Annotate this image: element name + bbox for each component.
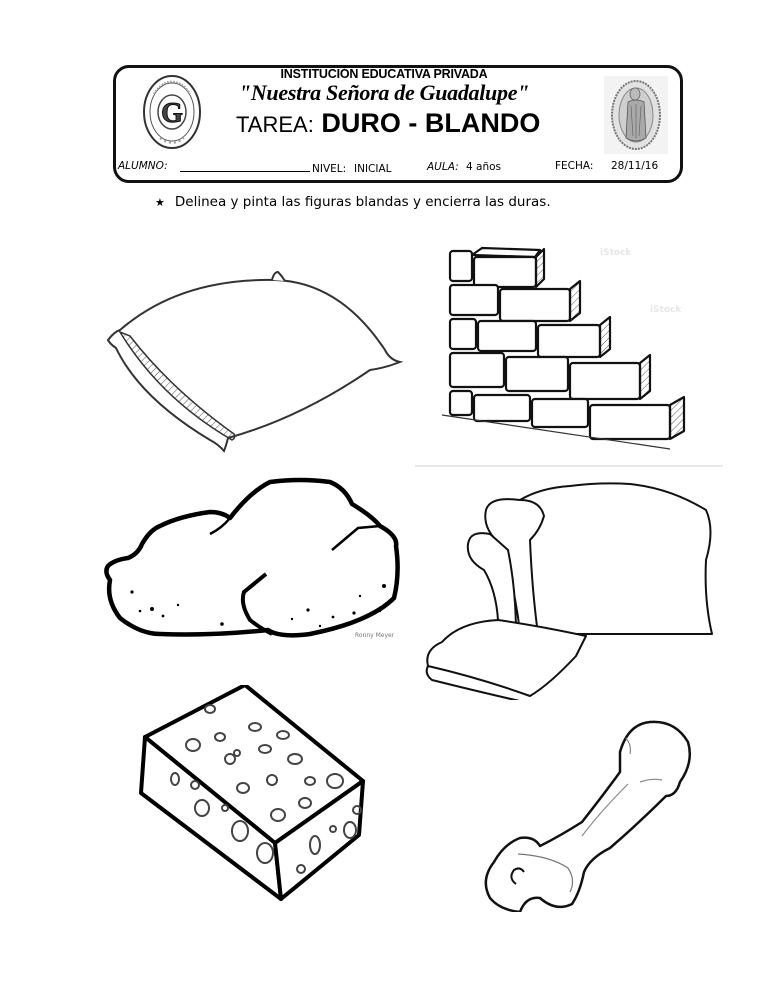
level-value: INICIAL bbox=[354, 163, 392, 175]
task-title: DURO - BLANDO bbox=[321, 108, 541, 138]
watermark: iStock bbox=[600, 248, 632, 258]
classroom-label: AULA: bbox=[427, 161, 459, 173]
classroom-value: 4 años bbox=[466, 161, 502, 173]
svg-text:G: G bbox=[161, 98, 183, 129]
page-title: TAREA: DURO - BLANDO bbox=[236, 108, 540, 139]
instruction-text: Delinea y pinta las figuras blandas y en… bbox=[174, 194, 551, 210]
date-value: 28/11/16 bbox=[611, 160, 659, 172]
instruction: ★ Delinea y pinta las figuras blandas y e… bbox=[155, 194, 551, 210]
bread-loaf-icon[interactable] bbox=[420, 470, 720, 700]
virgin-guadalupe-icon bbox=[604, 76, 668, 154]
pillow-icon[interactable] bbox=[100, 268, 410, 458]
sponge-icon[interactable] bbox=[135, 685, 365, 905]
brick-wall-icon[interactable] bbox=[440, 245, 690, 455]
institution-name: "Nuestra Señora de Guadalupe" bbox=[238, 80, 530, 105]
watermark: iStock bbox=[650, 305, 682, 315]
divider bbox=[415, 465, 723, 467]
task-label: TAREA: bbox=[236, 112, 314, 137]
level-label: NIVEL: bbox=[312, 163, 347, 175]
student-name-field[interactable] bbox=[180, 171, 310, 172]
institution-type: INSTITUCIÓN EDUCATIVA PRIVADA bbox=[280, 67, 488, 81]
date-label: FECHA: bbox=[555, 160, 594, 172]
student-info-row: ALUMNO: NIVEL: INICIAL AULA: 4 años FECH… bbox=[118, 160, 680, 180]
rock-icon[interactable] bbox=[100, 474, 410, 644]
star-bullet-icon: ★ bbox=[155, 196, 165, 209]
bone-icon[interactable] bbox=[480, 712, 700, 912]
image-credit: Ronny Meyer bbox=[355, 632, 395, 639]
header-frame bbox=[113, 65, 683, 183]
student-label: ALUMNO: bbox=[118, 160, 168, 172]
school-seal-icon: G bbox=[143, 75, 201, 149]
